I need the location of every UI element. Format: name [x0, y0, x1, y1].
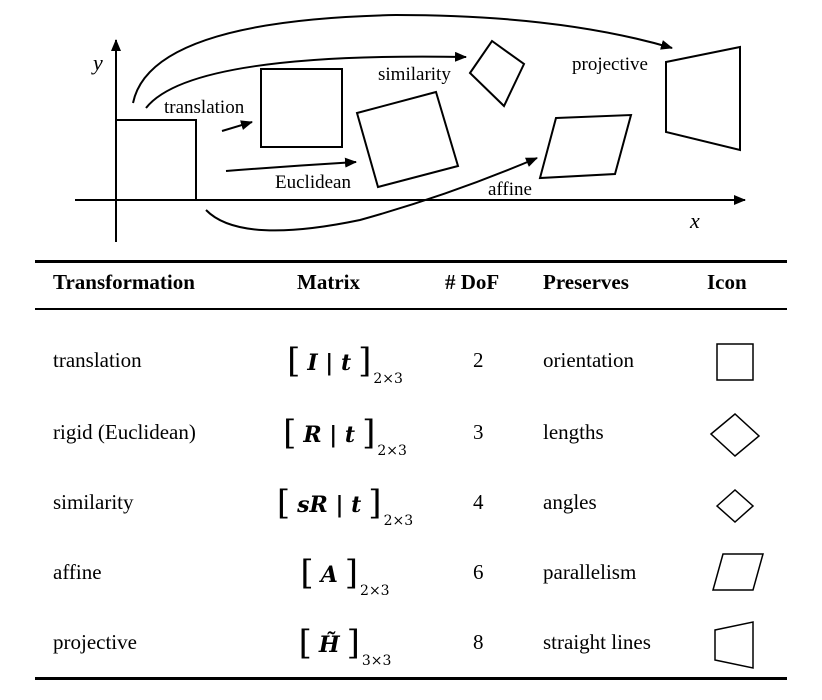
right-bracket: ] [368, 483, 382, 523]
header-icon: Icon [707, 270, 747, 294]
row-transformation-name: similarity [53, 490, 134, 514]
row-matrix: [sR | t]2×3 [240, 480, 450, 530]
euclidean-square [355, 90, 460, 189]
similarity-label: similarity [378, 64, 451, 85]
original-square [115, 119, 197, 201]
row-matrix: [R | t]2×3 [240, 410, 450, 460]
table-header-rule [35, 308, 787, 310]
row-transformation-name: projective [53, 630, 137, 654]
transformations-diagram: y x translation Euclidean similarity aff… [75, 13, 746, 242]
left-bracket: [ [283, 413, 297, 453]
table-row: rigid (Euclidean) [R | t]2×3 3 lengths [35, 400, 787, 466]
table-row: affine [A]2×3 6 parallelism [35, 540, 787, 606]
header-transformation: Transformation [53, 270, 195, 294]
row-transformation-name: translation [53, 348, 142, 372]
affine-parallelogram [538, 113, 633, 180]
matrix-size: 3×3 [361, 653, 392, 669]
header-preserves: Preserves [543, 270, 629, 294]
right-bracket: ] [358, 341, 372, 381]
left-bracket: [ [298, 623, 312, 663]
matrix-content: A [320, 562, 338, 588]
row-preserves: angles [543, 490, 597, 514]
header-matrix: Matrix [297, 270, 360, 294]
row-matrix: [I | t]2×3 [240, 338, 450, 388]
row-transformation-name: rigid (Euclidean) [53, 420, 196, 444]
left-bracket: [ [276, 483, 291, 523]
projective-trapezoid [665, 45, 741, 152]
projective-label: projective [572, 54, 648, 75]
matrix-size: 2×3 [360, 583, 390, 599]
matrix-size: 2×3 [373, 371, 403, 387]
left-bracket: [ [300, 553, 314, 593]
similarity-square [468, 39, 526, 108]
row-dof: 3 [473, 420, 484, 444]
matrix-size: 2×3 [377, 443, 407, 459]
right-bracket: ] [346, 623, 360, 663]
row-matrix: [H̃]3×3 [240, 620, 450, 670]
matrix-content: R | t [303, 422, 356, 448]
translation-arrow [221, 120, 253, 132]
y-axis-label: y [91, 50, 103, 75]
projective-arrow [132, 13, 673, 104]
table-row: translation [I | t]2×3 2 orientation [35, 328, 787, 394]
square-icon [716, 343, 754, 381]
rotated-square-icon [709, 413, 761, 457]
matrix-size: 2×3 [383, 513, 414, 529]
row-preserves: straight lines [543, 630, 651, 654]
affine-label: affine [488, 179, 532, 200]
right-bracket: ] [362, 413, 376, 453]
matrix-content: H̃ [318, 632, 340, 658]
row-preserves: parallelism [543, 560, 637, 584]
row-dof: 4 [473, 490, 484, 514]
euclidean-arrow [225, 157, 357, 172]
row-dof: 6 [473, 560, 484, 584]
translation-label: translation [164, 97, 245, 118]
right-bracket: ] [344, 553, 359, 593]
row-dof: 2 [473, 348, 484, 372]
parallelogram-icon [712, 553, 764, 591]
small-rotated-square-icon [715, 488, 755, 524]
x-axis-label: x [689, 208, 700, 233]
euclidean-label: Euclidean [275, 172, 351, 193]
affine-arrow [205, 157, 538, 232]
table-row: projective [H̃]3×3 8 straight lines [35, 610, 787, 676]
matrix-content: I | t [307, 350, 352, 376]
row-dof: 8 [473, 630, 484, 654]
table-top-rule [35, 260, 787, 263]
row-transformation-name: affine [53, 560, 102, 584]
matrix-content: sR | t [297, 492, 362, 518]
table-bottom-rule [35, 677, 787, 680]
row-matrix: [A]2×3 [240, 550, 450, 600]
similarity-arrow [145, 51, 467, 109]
left-bracket: [ [287, 341, 301, 381]
row-preserves: lengths [543, 420, 604, 444]
trapezoid-icon [714, 621, 754, 669]
row-preserves: orientation [543, 348, 634, 372]
translated-square [260, 68, 343, 148]
header-dof: # DoF [445, 270, 500, 294]
table-row: similarity [sR | t]2×3 4 angles [35, 470, 787, 536]
